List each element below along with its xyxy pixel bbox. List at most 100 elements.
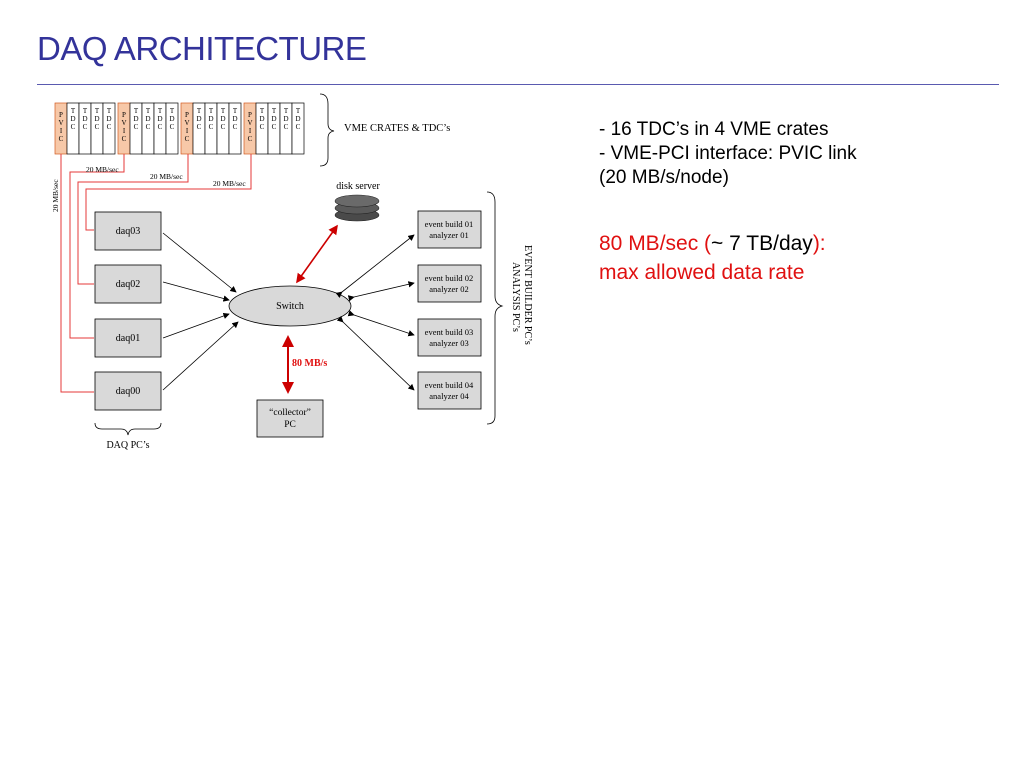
- rate-text: max allowed data rate: [599, 261, 805, 284]
- board-letter: V: [247, 119, 252, 127]
- title-divider: [37, 84, 999, 85]
- daq-pc: daq02: [94, 264, 162, 304]
- board-letter: P: [59, 111, 63, 119]
- event-builder-pc: event build 02 analyzer 02: [417, 264, 482, 303]
- switch-eb-arrow: [347, 310, 415, 337]
- event-builder-pc: event build 04 analyzer 04: [417, 371, 482, 410]
- event-builder-pc: event build 01 analyzer 01: [417, 210, 482, 249]
- link-label: 20 MB/sec: [86, 165, 119, 174]
- daq-to-switch-arrow: [162, 312, 230, 339]
- board-letter: D: [106, 115, 111, 123]
- daq-pcs-label: DAQ PC’s: [106, 440, 149, 451]
- board-letter: T: [170, 107, 175, 115]
- link-line: [85, 154, 252, 231]
- board-letter: D: [82, 115, 87, 123]
- board-letter: C: [209, 123, 214, 131]
- link-line: [60, 154, 94, 393]
- board-letter: T: [296, 107, 301, 115]
- board-letter: P: [185, 111, 189, 119]
- collector-rate-label: 80 MB/s: [292, 358, 327, 369]
- board-letter: T: [107, 107, 112, 115]
- event-builder-label: analyzer 04: [429, 391, 469, 401]
- board-letter: C: [95, 123, 100, 131]
- board-letter: T: [95, 107, 100, 115]
- board-letter: D: [208, 115, 213, 123]
- link-line: [69, 154, 125, 339]
- board-letter: C: [260, 123, 265, 131]
- daq-pc: daq00: [94, 371, 162, 411]
- disk-server-label: disk server: [336, 181, 380, 192]
- board-letter: I: [60, 127, 63, 135]
- tdc-board: [228, 102, 242, 155]
- board-letter: D: [232, 115, 237, 123]
- event-builder-label: event build 04: [425, 380, 474, 390]
- event-builder-label: analyzer 03: [429, 338, 468, 348]
- board-letter: C: [170, 123, 175, 131]
- board-letter: C: [59, 135, 64, 143]
- eb-side-label: EVENT BUILDER PC’s: [522, 245, 533, 345]
- collector-label: PC: [284, 420, 296, 430]
- board-letter: C: [296, 123, 301, 131]
- board-letter: I: [249, 127, 252, 135]
- board-letter: D: [271, 115, 276, 123]
- daq-pc-label: daq01: [116, 333, 140, 344]
- disk-server-icon: [334, 194, 380, 222]
- board-letter: D: [94, 115, 99, 123]
- board-letter: T: [221, 107, 226, 115]
- daq-pc-label: daq00: [116, 386, 140, 397]
- tdc-board: [165, 102, 179, 155]
- daq-to-switch-arrow: [162, 232, 237, 293]
- link-line: [77, 154, 189, 285]
- board-letter: C: [197, 123, 202, 131]
- crates-label: VME CRATES & TDC’s: [344, 123, 450, 134]
- daq-pc: daq03: [94, 211, 162, 251]
- daq-pc-label: daq02: [116, 279, 140, 290]
- page-title: DAQ ARCHITECTURE: [37, 30, 367, 67]
- event-builder-label: event build 01: [425, 219, 474, 229]
- event-builders-brace: [486, 191, 504, 425]
- board-letter: C: [185, 135, 190, 143]
- board-letter: D: [133, 115, 138, 123]
- board-letter: C: [122, 135, 127, 143]
- daq-pc: daq01: [94, 318, 162, 358]
- tdc-board: [102, 102, 116, 155]
- event-builder-label: event build 02: [425, 273, 474, 283]
- daq-to-switch-arrow: [162, 321, 239, 391]
- eb-side-label: ANALYSIS PC’s: [510, 262, 521, 332]
- board-letter: T: [209, 107, 214, 115]
- board-letter: D: [220, 115, 225, 123]
- network-switch: [228, 285, 352, 327]
- rate-text: ~ 7 TB/day: [711, 232, 813, 255]
- board-letter: C: [284, 123, 289, 131]
- board-letter: C: [107, 123, 112, 131]
- board-letter: V: [121, 119, 126, 127]
- board-letter: D: [157, 115, 162, 123]
- board-letter: D: [283, 115, 288, 123]
- board-letter: D: [70, 115, 75, 123]
- board-letter: V: [58, 119, 63, 127]
- board-letter: D: [259, 115, 264, 123]
- switch-label: Switch: [276, 301, 304, 312]
- rate-text: 80 MB/sec (: [599, 232, 712, 255]
- bullet-item: (20 MB/s/node): [599, 167, 729, 188]
- daq-pc-label: daq03: [116, 226, 140, 237]
- link-label: 20 MB/sec: [51, 179, 60, 212]
- board-letter: T: [260, 107, 265, 115]
- board-letter: T: [83, 107, 88, 115]
- event-builder-label: analyzer 02: [429, 284, 468, 294]
- board-letter: C: [134, 123, 139, 131]
- bullet-list: - 16 TDC’s in 4 VME crates - VME-PCI int…: [599, 118, 857, 190]
- board-letter: D: [145, 115, 150, 123]
- board-letter: C: [146, 123, 151, 131]
- pvic-links: [60, 154, 252, 393]
- daq-architecture-diagram: PVICTDCTDCTDCTDCPVICTDCTDCTDCTDCPVICTDCT…: [51, 93, 533, 451]
- board-letter: C: [233, 123, 238, 131]
- switch-eb-arrow: [336, 315, 415, 391]
- link-label: 20 MB/sec: [150, 172, 183, 181]
- daq-pcs-brace: [94, 422, 162, 436]
- board-letter: I: [123, 127, 126, 135]
- crates-brace: [319, 93, 335, 167]
- board-letter: D: [295, 115, 300, 123]
- rate-text: ):: [812, 232, 826, 255]
- board-letter: T: [158, 107, 163, 115]
